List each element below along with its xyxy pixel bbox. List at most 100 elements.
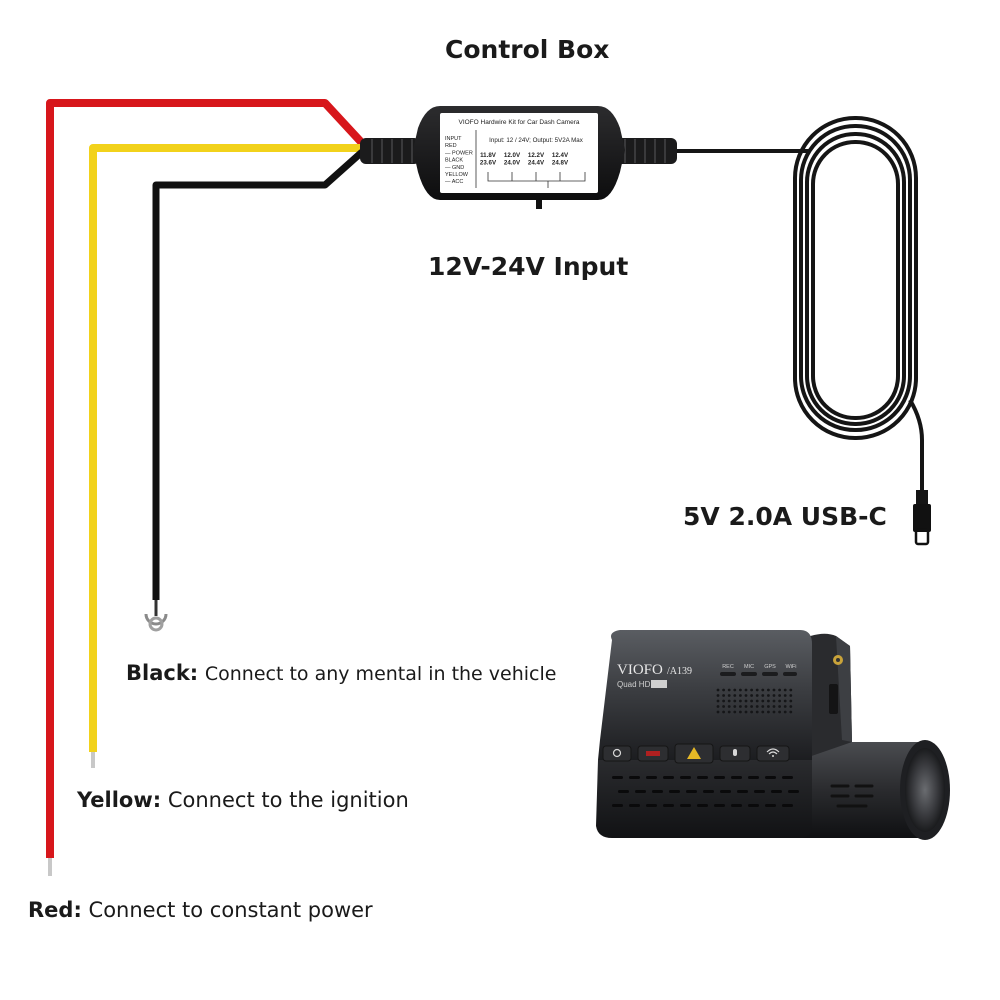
speaker-hole xyxy=(722,710,725,714)
vent-slot xyxy=(697,804,708,807)
speaker-hole xyxy=(761,688,765,692)
speaker-hole xyxy=(750,694,753,697)
speaker-hole xyxy=(716,705,720,708)
vent-slot xyxy=(635,790,646,793)
strain-relief-right xyxy=(615,138,677,164)
speaker-hole xyxy=(750,705,753,708)
speaker-hole xyxy=(783,710,787,714)
speaker-hole xyxy=(744,688,748,692)
speaker-hole xyxy=(739,688,742,692)
output-label: 5V 2.0A USB-C xyxy=(683,502,887,531)
control-box: VIOFO Hardwire Kit for Car Dash Camera I… xyxy=(360,106,677,209)
usb-c-plug-icon xyxy=(913,490,931,546)
speaker-hole xyxy=(722,705,725,708)
camera-brand: VIOFO xyxy=(617,662,663,678)
speaker-hole xyxy=(778,688,781,692)
speaker-hole xyxy=(733,694,737,697)
input-range-label: 12V-24V Input xyxy=(428,252,629,281)
black-wire-name: Black: xyxy=(126,661,199,685)
black-wire-description: Connect to any mental in the vehicle xyxy=(204,663,557,685)
yellow-wire-description: Connect to the ignition xyxy=(167,788,409,812)
panel-voltage-value: 12.0V xyxy=(504,152,521,159)
speaker-hole xyxy=(733,688,737,692)
speaker-hole xyxy=(744,694,748,697)
wifi-button[interactable] xyxy=(756,745,790,762)
speaker-hole xyxy=(778,710,781,714)
panel-legend-line: INPUT xyxy=(445,136,462,142)
vent-slot xyxy=(663,776,674,779)
panel-voltage-value: 24.8V xyxy=(552,160,569,167)
speaker-hole xyxy=(739,710,742,714)
vent-slot xyxy=(646,776,657,779)
wire-red xyxy=(46,99,365,876)
speaker-hole xyxy=(767,710,770,714)
speaker-hole xyxy=(789,688,793,692)
vent-slot xyxy=(731,776,742,779)
speaker-hole xyxy=(716,699,720,703)
vent-slot xyxy=(765,776,776,779)
speaker-hole xyxy=(772,699,776,703)
speaker-hole xyxy=(772,710,776,714)
vent-slot xyxy=(714,776,725,779)
camera-indicator-label: REC xyxy=(722,664,734,670)
speaker-hole xyxy=(750,710,753,714)
power-button[interactable] xyxy=(602,745,632,762)
vent-slot xyxy=(686,790,697,793)
camera-subtitle: Quad HD xyxy=(617,680,651,689)
camera-indicator-label: MIC xyxy=(744,664,754,670)
camera-model: /A139 xyxy=(667,666,692,677)
vent-slot xyxy=(782,804,793,807)
panel-voltage-value: 11.8V xyxy=(480,152,497,159)
vent-slot xyxy=(748,776,759,779)
speaker-hole xyxy=(772,688,776,692)
panel-legend-line: — POWER xyxy=(445,150,473,156)
vent-slot xyxy=(765,804,776,807)
panel-legend-line: — GND xyxy=(445,165,464,171)
camera-indicator-label: WiFi xyxy=(786,664,797,670)
panel-voltage-value: 12.2V xyxy=(528,152,545,159)
speaker-hole xyxy=(739,705,742,708)
speaker-hole xyxy=(772,694,776,697)
speaker-hole xyxy=(739,694,742,697)
vent-slot xyxy=(731,804,742,807)
speaker-hole xyxy=(761,699,765,703)
vent-slot xyxy=(629,776,640,779)
vent-slot xyxy=(612,804,623,807)
vent-slot xyxy=(771,790,782,793)
vent-slot xyxy=(646,804,657,807)
usb-cable xyxy=(677,116,924,492)
speaker-hole xyxy=(789,705,793,708)
panel-legend-line: YELLOW xyxy=(445,172,469,178)
vent-slot xyxy=(663,804,674,807)
vent-slot xyxy=(652,790,663,793)
camera-badge xyxy=(651,680,667,688)
red-wire-description: Connect to constant power xyxy=(88,898,373,922)
vent-slot xyxy=(629,804,640,807)
speaker-hole xyxy=(727,710,731,714)
speaker-hole xyxy=(778,694,781,697)
speaker-hole xyxy=(727,705,731,708)
indicator-bars xyxy=(720,672,797,676)
speaker-hole xyxy=(767,705,770,708)
panel-voltage-value: 23.6V xyxy=(480,160,497,167)
speaker-hole xyxy=(761,705,765,708)
speaker-hole xyxy=(733,710,737,714)
panel-legend-line: BLACK xyxy=(445,158,463,164)
speaker-grille xyxy=(716,688,793,714)
vent-slot xyxy=(680,804,691,807)
speaker-hole xyxy=(716,694,720,697)
camera-buttons xyxy=(602,743,790,764)
speaker-hole xyxy=(722,699,725,703)
speaker-hole xyxy=(789,694,793,697)
speaker-hole xyxy=(755,694,759,697)
wire-black xyxy=(152,149,365,616)
vent-slot xyxy=(737,790,748,793)
speaker-hole xyxy=(783,688,787,692)
speaker-hole xyxy=(778,705,781,708)
speaker-hole xyxy=(755,688,759,692)
vent-slot xyxy=(782,776,793,779)
power-icon xyxy=(612,748,622,758)
